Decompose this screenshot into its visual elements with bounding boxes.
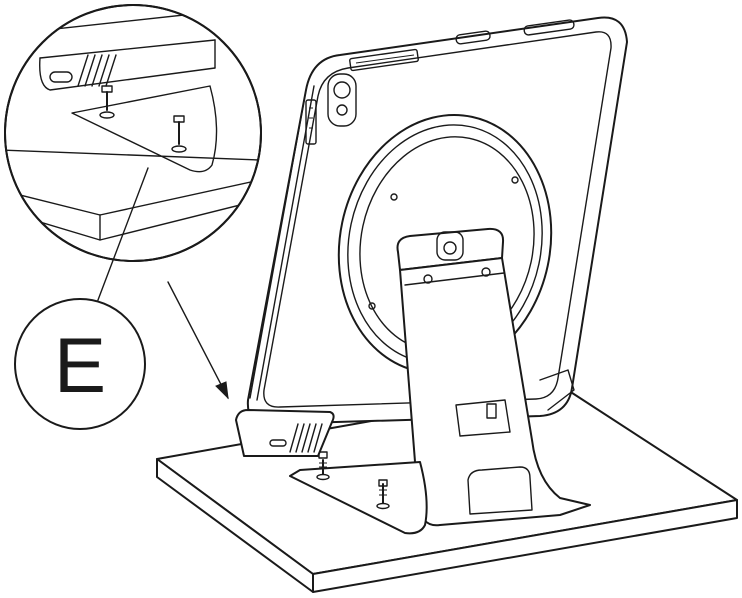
callout-label: E (54, 321, 106, 409)
grip-icon (77, 54, 117, 87)
callout-bubble: E (14, 298, 146, 430)
detail-magnifier (4, 4, 262, 262)
screw-icon (99, 85, 115, 119)
screw-icon (171, 115, 187, 153)
stand-arm (396, 227, 591, 527)
leader-lines (97, 167, 229, 400)
screw-icon (376, 479, 390, 510)
grip-icon (289, 423, 323, 453)
foot-bracket (235, 409, 428, 535)
